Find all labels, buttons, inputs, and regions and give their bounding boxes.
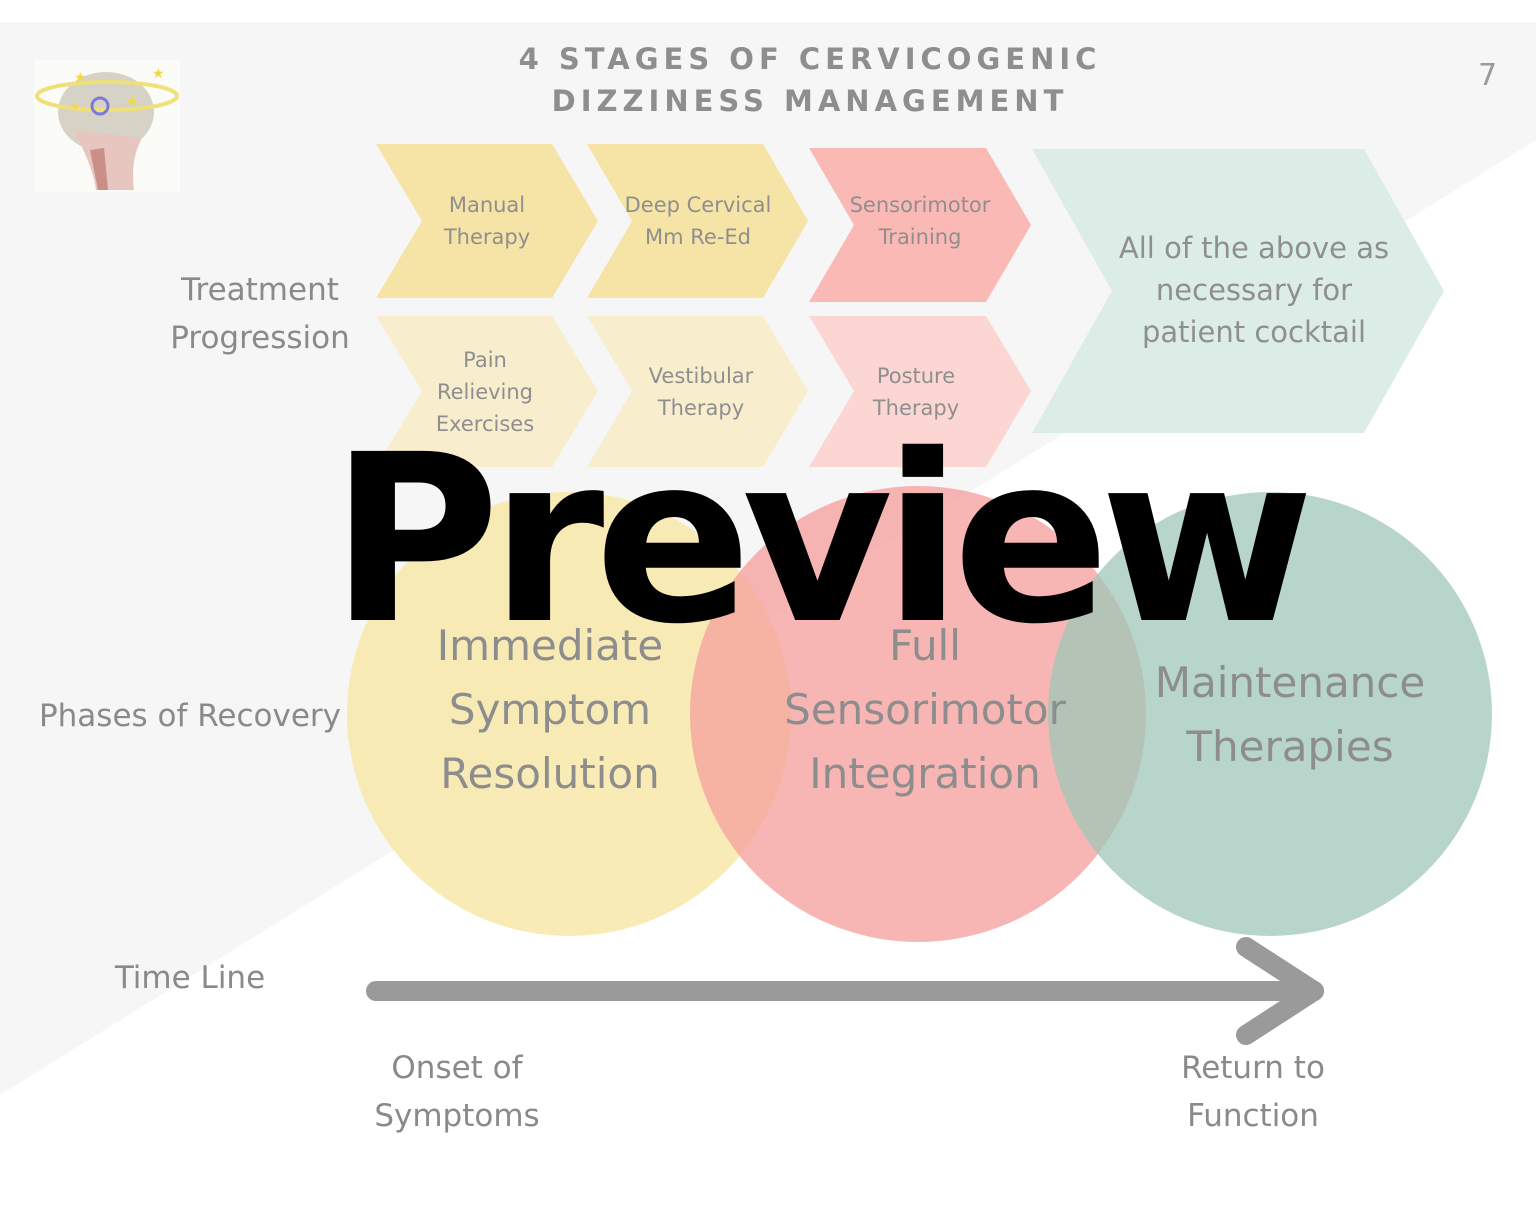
chevron-text-line: Mm Re-Ed [645, 225, 751, 249]
chevron-text-line: Relieving [436, 380, 534, 404]
circle-maintenance [1048, 492, 1492, 936]
chevron-text-line: Exercises [435, 412, 535, 436]
chevron-all-above-text: All of the above as necessary for patient … [1104, 220, 1404, 360]
chevron-deep-cervical [587, 144, 808, 298]
chevron-text-line: Therapy [443, 225, 531, 249]
phase-text-line: Integration [809, 749, 1041, 798]
onset-label-line-1: Onset of [391, 1050, 523, 1086]
phases-of-recovery-label: Phases of Recovery [38, 698, 342, 734]
chevron-sensorimotor-training [809, 148, 1031, 302]
title-line-2: DIZZINESS MANAGEMENT [551, 84, 1069, 118]
chevron-text-line: Sensorimotor [849, 193, 991, 217]
time-line-label: Time Line [114, 960, 266, 996]
chevron-text-line: Therapy [872, 396, 960, 420]
chevron-text-line: necessary for [1155, 273, 1353, 307]
treatment-label-line-1: Treatment [181, 272, 339, 308]
chevron-all-above [1032, 149, 1444, 433]
chevron-text-line: All of the above as [1118, 231, 1390, 265]
svg-text:★: ★ [126, 94, 139, 110]
onset-of-symptoms-label: Onset of Symptoms [350, 1044, 564, 1140]
circle-immediate [347, 492, 791, 936]
timeline-arrow [366, 937, 1324, 1045]
chevron-posture-therapy [809, 316, 1031, 467]
chevron-text-line: Manual [448, 193, 526, 217]
slide-title: 4 STAGES OF CERVICOGENIC DIZZINESS MANAG… [430, 38, 1190, 122]
chevron-text-line: Posture [876, 364, 956, 388]
svg-text:★: ★ [70, 99, 81, 113]
phase-text-line: Symptom [448, 685, 652, 734]
preview-watermark: Preview [330, 405, 1314, 675]
chevron-text-line: Pain [463, 348, 507, 372]
chevron-text-line: Deep Cervical [624, 193, 772, 217]
circle-full-sensorimotor [690, 486, 1146, 942]
chevron-manual-therapy [376, 144, 598, 298]
treatment-label-line-2: Progression [170, 320, 350, 356]
phase-text-line: Therapies [1186, 722, 1394, 771]
svg-text:★: ★ [152, 66, 165, 82]
page-number: 7 [1478, 58, 1498, 93]
chevron-text-line: patient cocktail [1141, 315, 1367, 349]
chevron-pain-relieving [376, 316, 598, 467]
treatment-progression-label: Treatment Progression [150, 266, 370, 362]
svg-text:★: ★ [74, 70, 87, 86]
timeline-arrow-head [1236, 937, 1324, 1045]
phase-text-line: Immediate [436, 621, 664, 670]
chevron-text-line: Vestibular [648, 364, 754, 388]
phase-text-line: Full [889, 621, 961, 670]
chevron-text-line: Training [878, 225, 962, 249]
chevron-deep-cervical-text: Deep Cervical Mm Re-Ed [610, 176, 786, 266]
head-dizziness-icon: ★ ★ ★ ★ [34, 60, 180, 192]
chevron-text-line: Therapy [657, 396, 745, 420]
onset-label-line-2: Symptoms [374, 1098, 540, 1134]
return-label-line-2: Function [1187, 1098, 1319, 1134]
return-label-line-1: Return to [1181, 1050, 1325, 1086]
return-to-function-label: Return to Function [1146, 1044, 1360, 1140]
phase-text-line: Maintenance [1154, 658, 1426, 707]
title-line-1: 4 STAGES OF CERVICOGENIC [518, 42, 1102, 76]
phase-text-line: Resolution [440, 749, 660, 798]
chevron-vestibular-therapy [587, 316, 808, 467]
phase-text-line: Sensorimotor [784, 685, 1066, 734]
